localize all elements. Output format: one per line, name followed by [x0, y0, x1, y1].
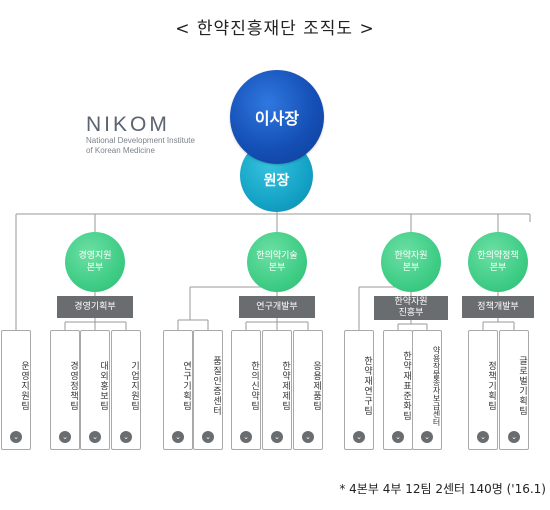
logo-subtitle-line-2: of Korean Medicine	[86, 146, 155, 155]
team-box[interactable]: 품질인증센터 ⌄	[193, 330, 223, 450]
team-label: 대외홍보팀	[98, 361, 108, 411]
logo-wordmark: NIKOM	[86, 113, 170, 136]
chairman-node[interactable]: 이사장	[230, 70, 324, 164]
dept-label: 연구개발부	[256, 301, 298, 312]
director-label: 원장	[263, 172, 290, 189]
chevron-down-icon[interactable]: ⌄	[59, 431, 71, 443]
nikom-logo: NIKOM National Development Institute of …	[86, 114, 195, 156]
team-box[interactable]: 기업지원팀 ⌄	[111, 330, 141, 450]
team-label: 운영지원팀	[19, 361, 29, 411]
team-box[interactable]: 대외홍보팀 ⌄	[80, 330, 110, 450]
chevron-down-icon[interactable]: ⌄	[508, 431, 520, 443]
chevron-down-icon[interactable]: ⌄	[10, 431, 22, 443]
team-label: 한약제제팀	[280, 361, 290, 411]
team-label: 글로벌기획팀	[517, 356, 527, 416]
team-label: 연구기획팀	[181, 361, 191, 411]
dept-policy-development[interactable]: 정책개발부	[462, 296, 534, 318]
page-title: < 한약진흥재단 조직도 >	[175, 19, 375, 39]
chevron-down-icon[interactable]: ⌄	[302, 431, 314, 443]
team-label: 한의신약팀	[249, 361, 259, 411]
chevron-down-icon[interactable]: ⌄	[202, 431, 214, 443]
team-box[interactable]: 약용작물종자보급센터 ⌄	[412, 330, 442, 450]
chevron-down-icon[interactable]: ⌄	[421, 431, 433, 443]
team-box[interactable]: 한약재연구팀 ⌄	[344, 330, 374, 450]
team-box[interactable]: 연구기획팀 ⌄	[163, 330, 193, 450]
team-label: 한약재연구팀	[362, 356, 372, 416]
team-label: 한약재표준화팀	[401, 351, 411, 421]
team-label: 품질인증센터	[211, 356, 221, 416]
team-box[interactable]: 경영정책팀 ⌄	[50, 330, 80, 450]
team-box[interactable]: 응용제품팀 ⌄	[293, 330, 323, 450]
chevron-down-icon[interactable]: ⌄	[240, 431, 252, 443]
dept-label: 정책개발부	[477, 301, 519, 312]
team-label: 경영정책팀	[68, 361, 78, 411]
org-summary-footnote: * 4본부 4부 12팀 2센터 140명 ('16.1)	[339, 482, 546, 496]
team-label: 정책기획팀	[486, 361, 496, 411]
team-label: 기업지원팀	[129, 361, 139, 411]
chevron-down-icon[interactable]: ⌄	[353, 431, 365, 443]
chevron-down-icon[interactable]: ⌄	[89, 431, 101, 443]
chevron-down-icon[interactable]: ⌄	[477, 431, 489, 443]
team-label: 약용작물종자보급센터	[432, 346, 441, 426]
team-box[interactable]: 정책기획팀 ⌄	[468, 330, 498, 450]
team-box[interactable]: 한약제제팀 ⌄	[262, 330, 292, 450]
team-box[interactable]: 운영지원팀 ⌄	[1, 330, 31, 450]
logo-subtitle-line-1: National Development Institute	[86, 136, 195, 145]
dept-management-planning[interactable]: 경영기획부	[57, 296, 133, 318]
chevron-down-icon[interactable]: ⌄	[172, 431, 184, 443]
dept-research-development[interactable]: 연구개발부	[239, 296, 315, 318]
chevron-down-icon[interactable]: ⌄	[271, 431, 283, 443]
team-box[interactable]: 글로벌기획팀 ⌄	[499, 330, 529, 450]
chairman-label: 이사장	[254, 109, 300, 128]
team-box[interactable]: 한의신약팀 ⌄	[231, 330, 261, 450]
team-box[interactable]: 한약재표준화팀 ⌄	[383, 330, 413, 450]
dept-label: 경영기획부	[74, 301, 116, 312]
team-label: 응용제품팀	[311, 361, 321, 411]
chevron-down-icon[interactable]: ⌄	[392, 431, 404, 443]
chevron-down-icon[interactable]: ⌄	[120, 431, 132, 443]
